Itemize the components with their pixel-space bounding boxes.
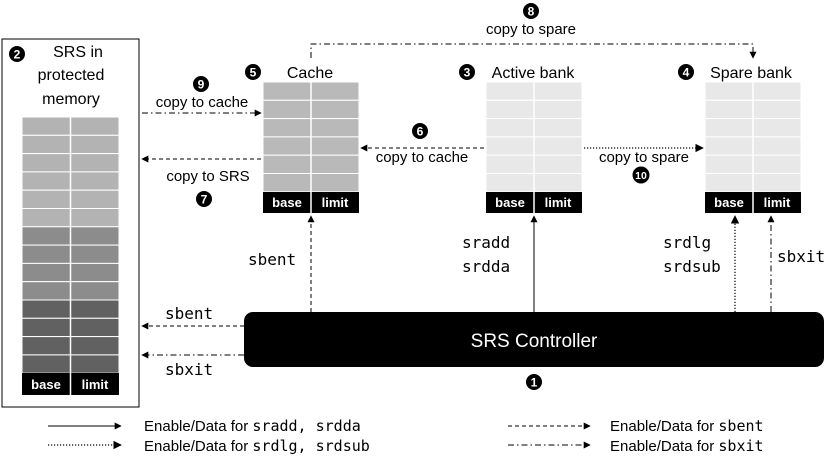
legend-dashdot-code: sbxit bbox=[718, 437, 763, 455]
svg-text:7: 7 bbox=[201, 193, 208, 207]
copy-to-spare-mid-label: copy to spare bbox=[599, 149, 689, 166]
sbent-left-label: sbent bbox=[165, 304, 213, 323]
srs-controller: SRS Controller 1 bbox=[244, 312, 824, 390]
svg-text:6: 6 bbox=[417, 125, 424, 139]
legend-dotted-prefix: Enable/Data for bbox=[144, 438, 252, 455]
arrow-copy-to-srs: copy to SRS 7 bbox=[141, 155, 261, 207]
arrow-copy-to-spare-mid: copy to spare 10 bbox=[584, 143, 704, 184]
copy-to-cache-mid-label: copy to cache bbox=[376, 149, 469, 166]
protected-memory-table bbox=[21, 116, 120, 374]
protected-memory-badge: 2 bbox=[9, 46, 25, 62]
cache-col-limit: limit bbox=[322, 195, 349, 210]
cache-badge: 5 bbox=[245, 64, 261, 80]
legend-dashed-code: sbent bbox=[718, 417, 763, 435]
spare-bank-badge: 4 bbox=[678, 64, 694, 80]
cache-title: Cache bbox=[287, 65, 333, 82]
signal-srdlg-srdsub: srdlg srdsub bbox=[663, 215, 740, 312]
signal-sbent-to-cache: sbent bbox=[248, 215, 315, 312]
srs-controller-label: SRS Controller bbox=[471, 331, 598, 352]
signal-sradd-srdda: sradd srdda bbox=[462, 215, 538, 312]
svg-text:Enable/Data for sbxit: Enable/Data for sbxit bbox=[610, 437, 764, 455]
arrow-copy-to-cache-mid: 6 copy to cache bbox=[360, 123, 484, 166]
copy-to-cache-left-badge: 9 bbox=[193, 76, 209, 92]
legend-solid-prefix: Enable/Data for bbox=[144, 418, 252, 435]
srdsub-label: srdsub bbox=[663, 257, 721, 276]
copy-to-cache-left-label: copy to cache bbox=[156, 94, 249, 111]
spare-bank-title: Spare bank bbox=[710, 65, 793, 82]
spare-bank-col-base: base bbox=[714, 195, 744, 210]
srdda-label: srdda bbox=[462, 257, 510, 276]
sbxit-up-label: sbxit bbox=[777, 247, 825, 266]
sbent-up-label: sbent bbox=[248, 250, 296, 269]
active-bank-col-base: base bbox=[495, 195, 525, 210]
svg-text:10: 10 bbox=[635, 170, 647, 182]
spare-bank-table: 4 Spare bank base limit bbox=[678, 64, 802, 213]
svg-text:Enable/Data for sradd, srdda: Enable/Data for sradd, srdda bbox=[144, 417, 361, 435]
controller-badge: 1 bbox=[526, 374, 542, 390]
svg-text:2: 2 bbox=[14, 48, 21, 62]
protected-memory-title-line3: memory bbox=[42, 91, 100, 108]
legend-solid-code: sradd, srdda bbox=[252, 417, 360, 435]
svg-text:Enable/Data for sbent: Enable/Data for sbent bbox=[610, 417, 764, 435]
copy-to-cache-mid-badge: 6 bbox=[412, 123, 428, 139]
svg-text:9: 9 bbox=[198, 78, 205, 92]
svg-text:3: 3 bbox=[464, 66, 471, 80]
copy-to-spare-mid-badge: 10 bbox=[632, 166, 650, 184]
legend-dotted: Enable/Data for srdlg, srdsub bbox=[48, 437, 370, 455]
active-bank-title: Active bank bbox=[492, 65, 576, 82]
legend-dashed: Enable/Data for sbent bbox=[508, 417, 764, 435]
active-bank-table: 3 Active bank base limit bbox=[459, 64, 583, 213]
svg-text:8: 8 bbox=[528, 5, 535, 19]
srdlg-label: srdlg bbox=[663, 233, 711, 252]
legend-solid: Enable/Data for sradd, srdda bbox=[48, 417, 361, 435]
svg-text:Enable/Data for srdlg, srdsub: Enable/Data for srdlg, srdsub bbox=[144, 437, 370, 455]
signal-sbent-to-protected: sbent bbox=[141, 304, 244, 330]
svg-text:1: 1 bbox=[531, 376, 538, 390]
legend-dotted-code: srdlg, srdsub bbox=[252, 437, 369, 455]
spare-bank-col-limit: limit bbox=[764, 195, 791, 210]
legend-dashed-prefix: Enable/Data for bbox=[610, 418, 718, 435]
protected-memory-col-base: base bbox=[31, 377, 61, 392]
sbxit-left-label: sbxit bbox=[165, 360, 213, 379]
copy-to-srs-badge: 7 bbox=[196, 191, 212, 207]
signal-sbxit-to-spare: sbxit bbox=[767, 215, 825, 312]
legend: Enable/Data for sradd, srdda Enable/Data… bbox=[48, 417, 764, 455]
active-bank-col-limit: limit bbox=[545, 195, 572, 210]
copy-to-spare-top-badge: 8 bbox=[523, 3, 539, 19]
protected-memory-panel: 2 SRS in protected memory base limit bbox=[1, 38, 140, 408]
protected-memory-col-limit: limit bbox=[82, 377, 109, 392]
copy-to-srs-label: copy to SRS bbox=[166, 168, 249, 185]
legend-dashdot-prefix: Enable/Data for bbox=[610, 438, 718, 455]
cache-col-base: base bbox=[272, 195, 302, 210]
active-bank-badge: 3 bbox=[459, 64, 475, 80]
protected-memory-title-line1: SRS in bbox=[53, 44, 103, 61]
protected-memory-title-line2: protected bbox=[38, 67, 105, 84]
arrow-copy-to-cache-left: 9 copy to cache bbox=[142, 76, 262, 117]
arrow-copy-to-spare-top: 8 copy to spare bbox=[310, 3, 757, 59]
sradd-label: sradd bbox=[462, 233, 510, 252]
copy-to-spare-top-label: copy to spare bbox=[486, 21, 576, 38]
svg-text:5: 5 bbox=[250, 66, 257, 80]
svg-text:4: 4 bbox=[683, 66, 690, 80]
legend-dashdot: Enable/Data for sbxit bbox=[508, 437, 764, 455]
signal-sbxit-to-protected: sbxit bbox=[141, 351, 244, 379]
cache-table: 5 Cache base limit bbox=[245, 64, 360, 213]
